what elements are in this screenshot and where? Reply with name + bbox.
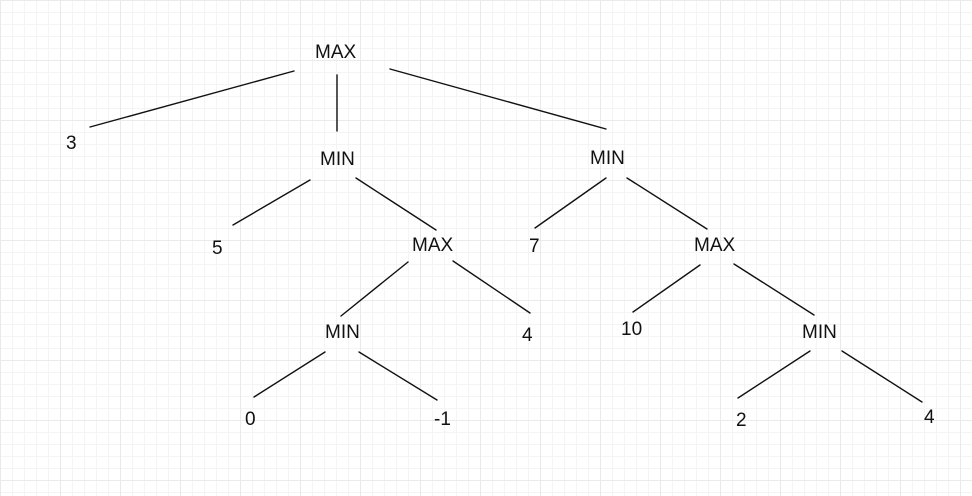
root-max-node: MAX bbox=[315, 42, 357, 63]
edge-min-left-to-max-left bbox=[355, 177, 437, 231]
edge-min-rr-to-leaf-4b bbox=[841, 350, 923, 403]
edge-min-rr-to-leaf-2 bbox=[737, 350, 811, 399]
edge-max-left-to-min-ll bbox=[340, 261, 409, 317]
min-node-right-right: MIN bbox=[802, 322, 837, 343]
leaf-node-neg1: -1 bbox=[434, 409, 451, 430]
leaf-node-4-right: 4 bbox=[924, 407, 935, 428]
edge-max-left-to-leaf-4a bbox=[452, 260, 531, 314]
max-node-right: MAX bbox=[694, 235, 736, 256]
max-node-left: MAX bbox=[412, 235, 454, 256]
edge-root-to-leaf-3 bbox=[89, 70, 295, 128]
leaf-node-7: 7 bbox=[529, 236, 540, 257]
leaf-node-4-left: 4 bbox=[522, 325, 533, 346]
leaf-node-2: 2 bbox=[736, 410, 747, 431]
leaf-node-3: 3 bbox=[66, 133, 77, 154]
edge-min-right-to-max-right bbox=[626, 177, 708, 230]
edge-max-right-to-min-rr bbox=[733, 263, 815, 316]
edge-min-left-to-leaf-5 bbox=[232, 179, 311, 226]
leaf-node-10: 10 bbox=[621, 319, 643, 340]
edge-min-ll-to-leaf-0 bbox=[253, 351, 326, 398]
leaf-node-0: 0 bbox=[245, 409, 256, 430]
leaf-node-5: 5 bbox=[212, 238, 223, 259]
edge-root-to-min-right bbox=[389, 68, 607, 130]
edge-min-right-to-leaf-7 bbox=[534, 177, 607, 229]
min-node-right: MIN bbox=[590, 148, 625, 169]
edge-max-right-to-leaf-10 bbox=[632, 264, 701, 313]
min-node-left-left: MIN bbox=[325, 322, 360, 343]
edge-min-ll-to-leaf-neg1 bbox=[358, 351, 438, 401]
min-node-left: MIN bbox=[320, 149, 355, 170]
